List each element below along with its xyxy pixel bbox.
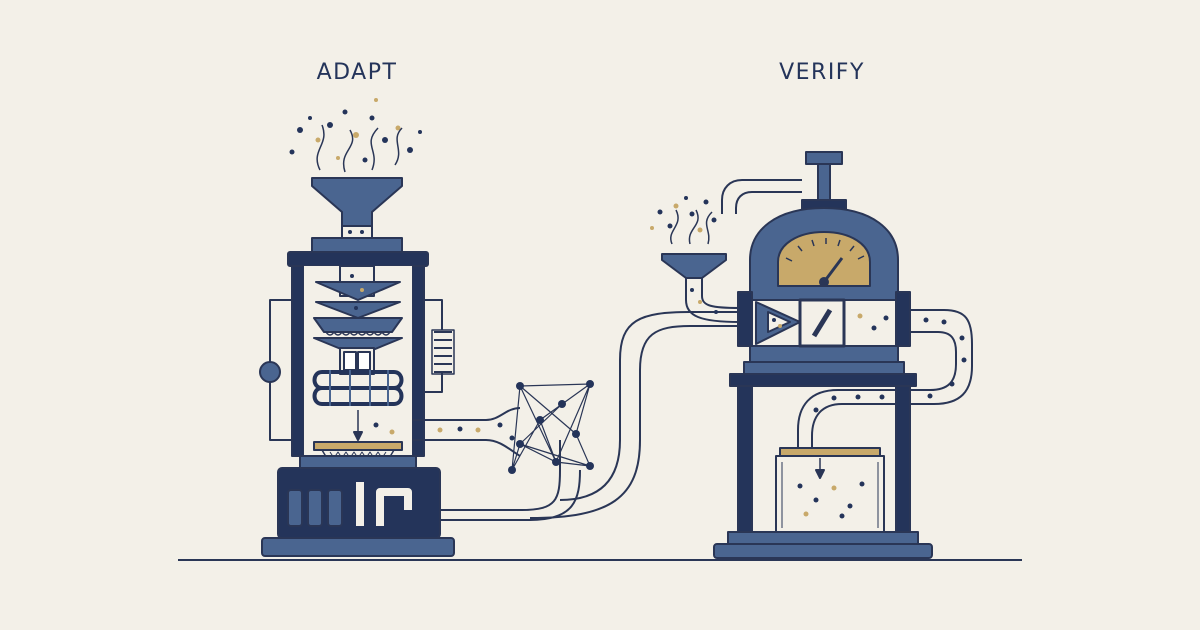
pressure-knob-icon	[259, 361, 281, 383]
side-coil-icon	[434, 331, 452, 373]
verify-machine-icon	[650, 151, 973, 559]
filter-stage-icon	[313, 317, 403, 333]
input-funnel-icon	[311, 177, 403, 227]
output-tray-icon	[313, 441, 403, 451]
adapt-label: ADAPT	[316, 60, 398, 85]
collection-container-icon	[775, 455, 885, 533]
squiggle-lines-icon	[316, 124, 403, 173]
collected-particles-icon	[797, 481, 865, 519]
adapt-machine-icon	[259, 98, 455, 557]
press-handle-icon	[805, 151, 843, 165]
intake-funnel-icon	[661, 253, 727, 279]
filter-stage-icon	[315, 301, 401, 319]
conveyor-pipe	[412, 311, 740, 521]
intake-particles-icon	[650, 196, 717, 233]
pipe-particles-icon	[373, 422, 515, 441]
network-graph-icon	[511, 383, 591, 471]
network-nodes	[508, 380, 594, 474]
input-particles-icon	[289, 98, 422, 163]
verify-table	[729, 373, 917, 387]
heating-coil-icon	[312, 370, 404, 406]
filter-stage-icon	[315, 281, 401, 301]
adapt-top-cap	[311, 237, 403, 253]
output-particles-icon	[813, 317, 967, 413]
gauge-icon	[777, 231, 871, 287]
verify-label: VERIFY	[779, 60, 865, 85]
verify-base	[713, 543, 933, 559]
